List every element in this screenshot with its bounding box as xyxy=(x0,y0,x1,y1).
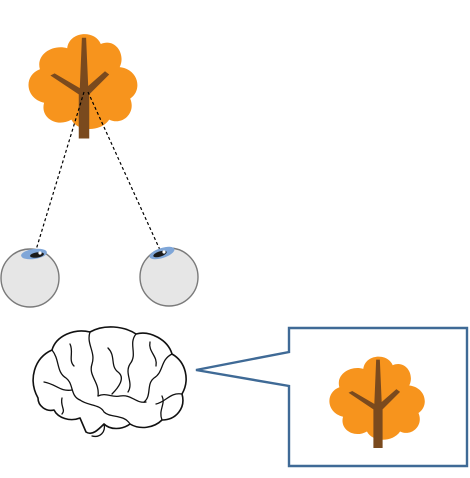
brain-fold xyxy=(155,393,183,405)
perceived-tree-trunk xyxy=(348,359,401,448)
brain-stem xyxy=(91,423,106,438)
sight-line-left xyxy=(35,91,85,251)
sight-line-right xyxy=(87,91,161,251)
brain-fold xyxy=(88,331,99,397)
brain-fold xyxy=(149,341,157,367)
brain-fold xyxy=(97,393,147,403)
left-eye-icon xyxy=(0,248,60,308)
left-glint xyxy=(38,251,42,255)
brain-outline xyxy=(32,326,187,435)
right-glint xyxy=(162,250,166,254)
brain-fold xyxy=(160,395,164,421)
left-eyeball xyxy=(0,248,60,308)
right-eyeball xyxy=(139,247,199,307)
brain-fold xyxy=(127,333,137,393)
brain-fold xyxy=(69,343,75,367)
brain-fold xyxy=(107,347,122,395)
tree-icon xyxy=(28,34,138,139)
perceived-tree-icon xyxy=(329,356,425,448)
brain-fold xyxy=(51,349,81,401)
brain-fold xyxy=(79,399,131,425)
right-eye-icon xyxy=(139,246,199,307)
tree-trunk xyxy=(50,37,110,139)
brain-fold xyxy=(143,353,173,403)
brain-icon xyxy=(32,326,187,438)
brain-fold xyxy=(60,397,65,415)
brain-fold xyxy=(43,381,73,391)
